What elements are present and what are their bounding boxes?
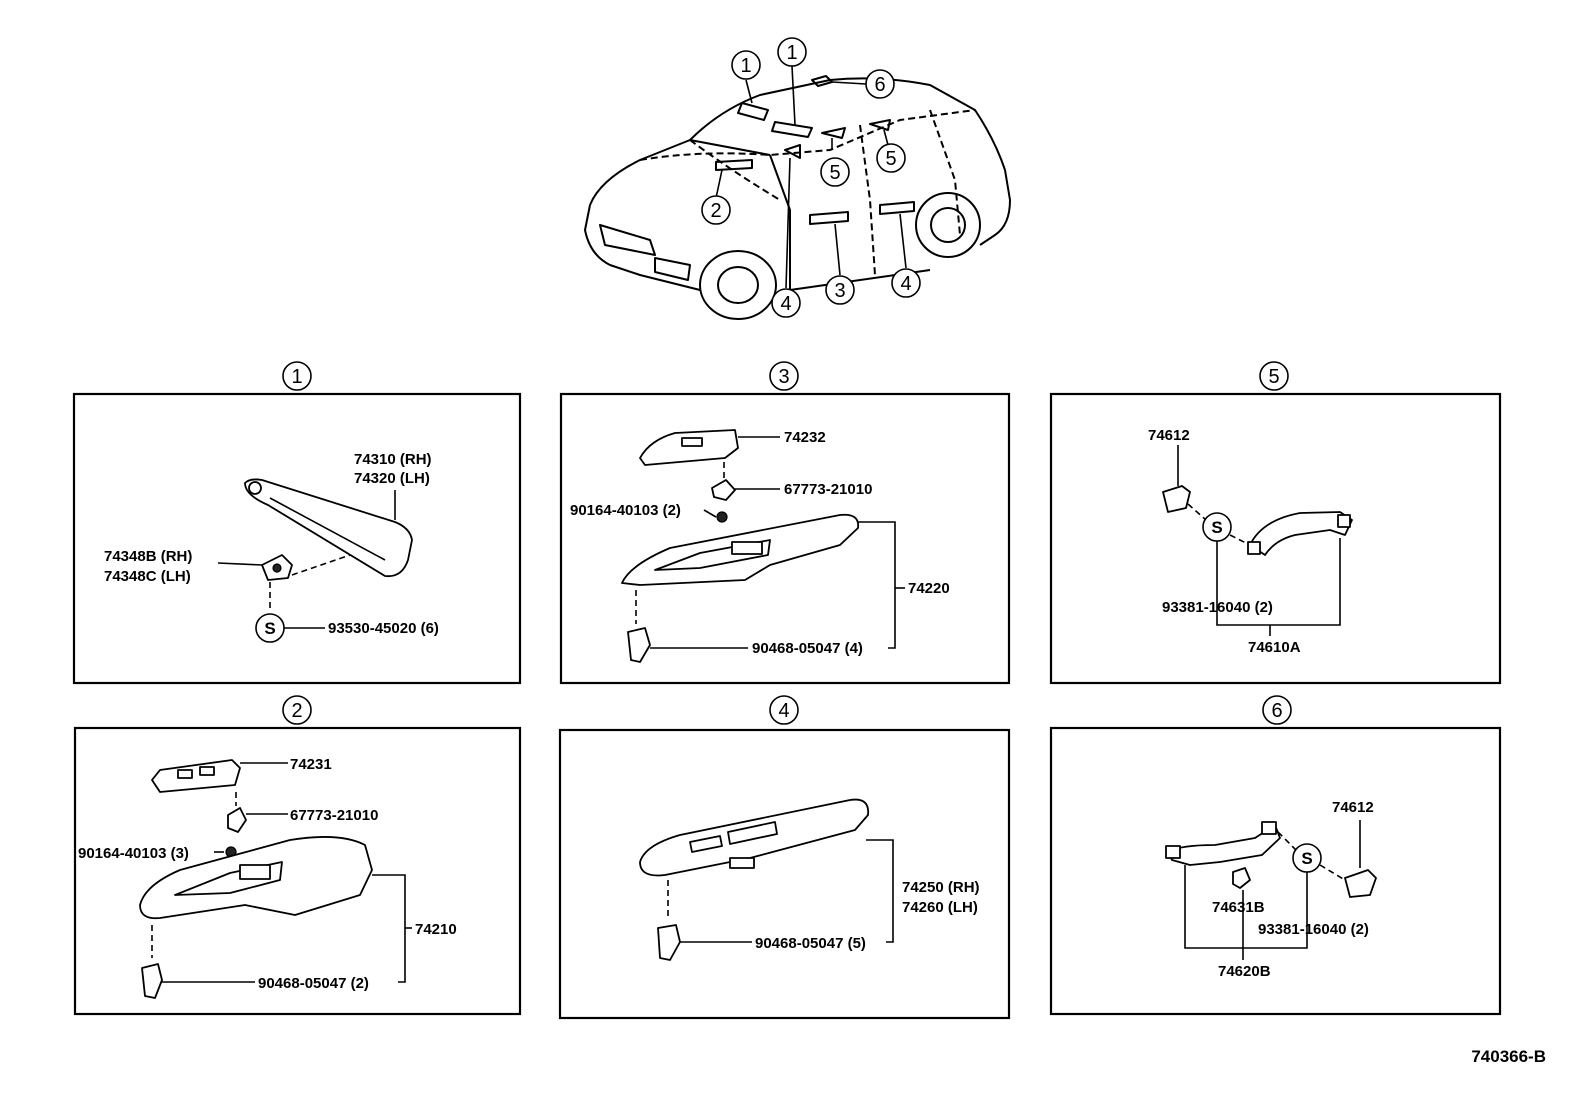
- screw-symbol-text: S: [264, 619, 275, 638]
- panel-5: 5 S 74612 93381-16040 (2) 74610A: [1049, 361, 1502, 685]
- panel-6: 6 S 74612 74631B 93381-16040 (2) 74620B: [1049, 695, 1502, 1016]
- panel-6-index: 6: [1271, 700, 1282, 722]
- label-90468: 90468-05047 (5): [755, 935, 866, 952]
- label-74620b: 74620B: [1218, 963, 1271, 980]
- label-74231: 74231: [290, 756, 332, 773]
- label-74232: 74232: [784, 429, 826, 446]
- label-74320: 74320 (LH): [354, 470, 430, 487]
- svg-text:4: 4: [900, 273, 911, 295]
- label-74631b: 74631B: [1212, 899, 1265, 916]
- switch-base-74232: [639, 429, 739, 466]
- label-90468: 90468-05047 (2): [258, 975, 369, 992]
- clip-90468: [657, 924, 681, 961]
- overview-callout-6[interactable]: 6: [865, 69, 895, 99]
- label-93381: 93381-16040 (2): [1258, 921, 1369, 938]
- panel-6-frame: [1049, 726, 1502, 1016]
- assist-grip-74610a: [1249, 511, 1353, 556]
- label-74348b: 74348B (RH): [104, 548, 192, 565]
- panel-2: 2 74231 67773-21010 90164-40103 (3) 7421…: [73, 695, 522, 1016]
- panel-6-index-circle: [1262, 695, 1292, 725]
- svg-text:6: 6: [874, 74, 885, 96]
- screw-symbol-text: S: [1211, 518, 1222, 537]
- panel-4-index-circle: [769, 695, 799, 725]
- panel-1-index-circle: [282, 361, 312, 391]
- clip-67773: [227, 807, 247, 833]
- label-93530: 93530-45020 (6): [328, 620, 439, 637]
- svg-text:3: 3: [834, 280, 845, 302]
- screw-symbol-text: S: [1301, 849, 1312, 868]
- overview-callout-4a[interactable]: 4: [771, 288, 801, 318]
- hook-74631b: [1232, 867, 1251, 889]
- panel-3: 3 74232 67773-21010 90164-40103 (2) 7422…: [559, 361, 1011, 685]
- overview-callout-2[interactable]: 2: [701, 195, 731, 225]
- panel-4-index: 4: [778, 700, 789, 722]
- screw-90164: [716, 511, 728, 523]
- overview-callout-3[interactable]: 3: [825, 275, 855, 305]
- visor-pivot: [248, 481, 262, 495]
- svg-text:5: 5: [829, 162, 840, 184]
- label-74260: 74260 (LH): [902, 899, 978, 916]
- label-74250: 74250 (RH): [902, 879, 980, 896]
- car-overview-illustration: [584, 65, 1011, 320]
- panel-1-frame: [72, 392, 522, 685]
- panel-2-frame: [73, 726, 522, 1016]
- panel-2-index: 2: [291, 700, 302, 722]
- svg-text:1: 1: [786, 42, 797, 64]
- overview-callout-5b[interactable]: 5: [876, 143, 906, 173]
- panel-5-index-circle: [1259, 361, 1289, 391]
- panel-4-frame: [558, 728, 1011, 1020]
- clip-90468: [141, 963, 163, 999]
- panel-5-frame: [1049, 392, 1502, 685]
- clip-90468: [627, 627, 651, 663]
- label-67773: 67773-21010: [290, 807, 378, 824]
- label-74348c: 74348C (LH): [104, 568, 191, 585]
- label-93381: 93381-16040 (2): [1162, 599, 1273, 616]
- svg-text:2: 2: [710, 200, 721, 222]
- panel-1: 1 S 74310 (RH) 74320 (LH) 74348B (RH) 74…: [72, 361, 522, 685]
- overview-callout-1a[interactable]: 1: [731, 50, 761, 80]
- svg-text:1: 1: [740, 55, 751, 77]
- label-74210: 74210: [415, 921, 457, 938]
- panel-5-index: 5: [1268, 366, 1279, 388]
- label-90164: 90164-40103 (3): [78, 845, 189, 862]
- label-90468: 90468-05047 (4): [752, 640, 863, 657]
- label-74610a: 74610A: [1248, 639, 1301, 656]
- panel-3-index-circle: [769, 361, 799, 391]
- panel-1-index: 1: [291, 366, 302, 388]
- clip-67773: [711, 479, 736, 501]
- overview-callout-5a[interactable]: 5: [820, 157, 850, 187]
- svg-text:5: 5: [885, 148, 896, 170]
- panel-4: 4 74250 (RH) 74260 (LH) 90468-05047 (5): [558, 695, 1011, 1020]
- overview-callout-1b[interactable]: 1: [777, 37, 807, 67]
- panel-3-frame: [559, 392, 1011, 685]
- cover-74612: [1162, 485, 1191, 513]
- label-74612: 74612: [1148, 427, 1190, 444]
- label-74220: 74220: [908, 580, 950, 597]
- label-74612: 74612: [1332, 799, 1374, 816]
- switch-base-74231: [151, 759, 241, 793]
- diagram-reference-code: 740366-B: [1471, 1047, 1546, 1066]
- label-74310: 74310 (RH): [354, 451, 432, 468]
- panel-3-index: 3: [778, 366, 789, 388]
- cover-74612: [1344, 869, 1377, 898]
- panel-2-index-circle: [282, 695, 312, 725]
- label-90164: 90164-40103 (2): [570, 502, 681, 519]
- overview-callout-4b[interactable]: 4: [891, 268, 921, 298]
- svg-text:4: 4: [780, 293, 791, 315]
- label-67773: 67773-21010: [784, 481, 872, 498]
